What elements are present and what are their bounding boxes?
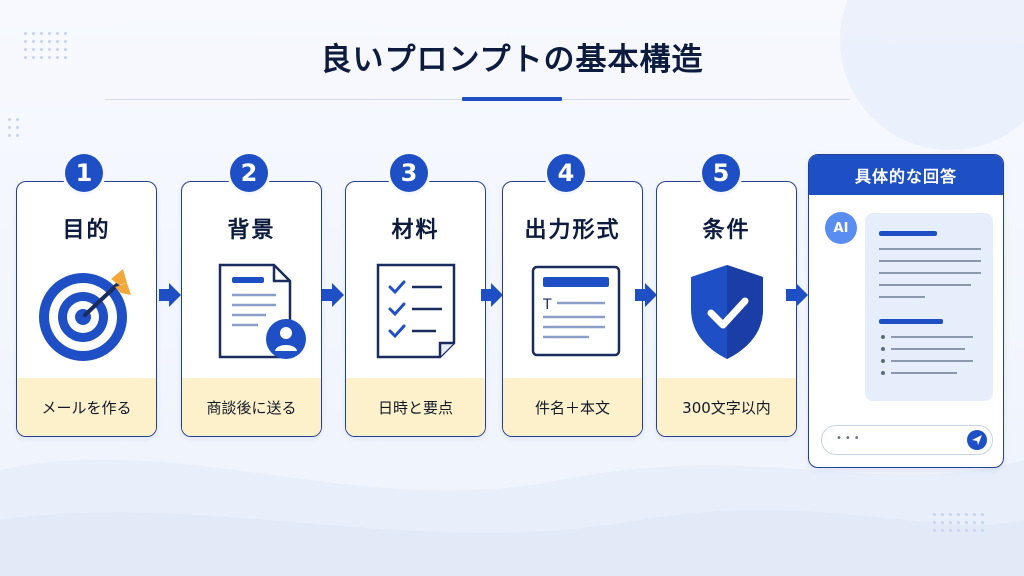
answer-panel: 具体的な回答 AI ••• — [808, 154, 1004, 468]
ai-avatar: AI — [825, 212, 857, 244]
svg-text:T: T — [542, 297, 552, 313]
step-label: 背景 — [227, 218, 276, 243]
message-input[interactable]: ••• — [821, 425, 993, 455]
typing-dots: ••• — [836, 433, 863, 444]
step-card-purpose: 目的 メールを作る — [16, 181, 157, 437]
page-title: 良いプロンプトの基本構造 — [320, 42, 704, 78]
arrow-right-icon — [159, 283, 181, 307]
step-card-materials: 材料 日時と要点 — [345, 181, 486, 437]
arrow-right-icon — [322, 283, 344, 307]
document-user-icon — [218, 263, 306, 359]
send-icon — [972, 435, 982, 445]
answer-header: 具体的な回答 — [809, 155, 1003, 195]
step-number-badge: 5 — [702, 154, 740, 192]
step-number-badge: 3 — [390, 154, 428, 192]
step-example: 日時と要点 — [346, 378, 485, 436]
step-number-badge: 2 — [230, 154, 268, 192]
arrow-right-icon — [481, 283, 503, 307]
step-label: 条件 — [702, 218, 751, 243]
step-card-conditions: 条件 300文字以内 — [656, 181, 797, 437]
step-example: 商談後に送る — [182, 378, 321, 436]
shield-check-icon — [690, 265, 763, 359]
send-button[interactable] — [967, 430, 987, 450]
arrow-right-icon — [635, 283, 657, 307]
step-number-badge: 1 — [65, 154, 103, 192]
step-example: 300文字以内 — [657, 378, 796, 436]
step-card-background: 背景 商談後に送る — [181, 181, 322, 437]
step-label: 目的 — [62, 218, 111, 243]
title-accent-bar — [462, 97, 562, 101]
step-card-output-format: 出力形式 T 件名＋本文 — [502, 181, 643, 437]
checklist-icon — [376, 263, 455, 359]
step-example: 件名＋本文 — [503, 378, 642, 436]
answer-bubble — [865, 213, 993, 401]
step-example: メールを作る — [17, 378, 156, 436]
answer-text-lines — [879, 231, 981, 375]
format-document-icon: T — [531, 265, 620, 357]
step-label: 出力形式 — [524, 218, 621, 243]
arrow-right-icon — [786, 283, 808, 307]
step-number-badge: 4 — [547, 154, 585, 192]
step-label: 材料 — [391, 218, 440, 243]
target-icon — [38, 269, 131, 361]
